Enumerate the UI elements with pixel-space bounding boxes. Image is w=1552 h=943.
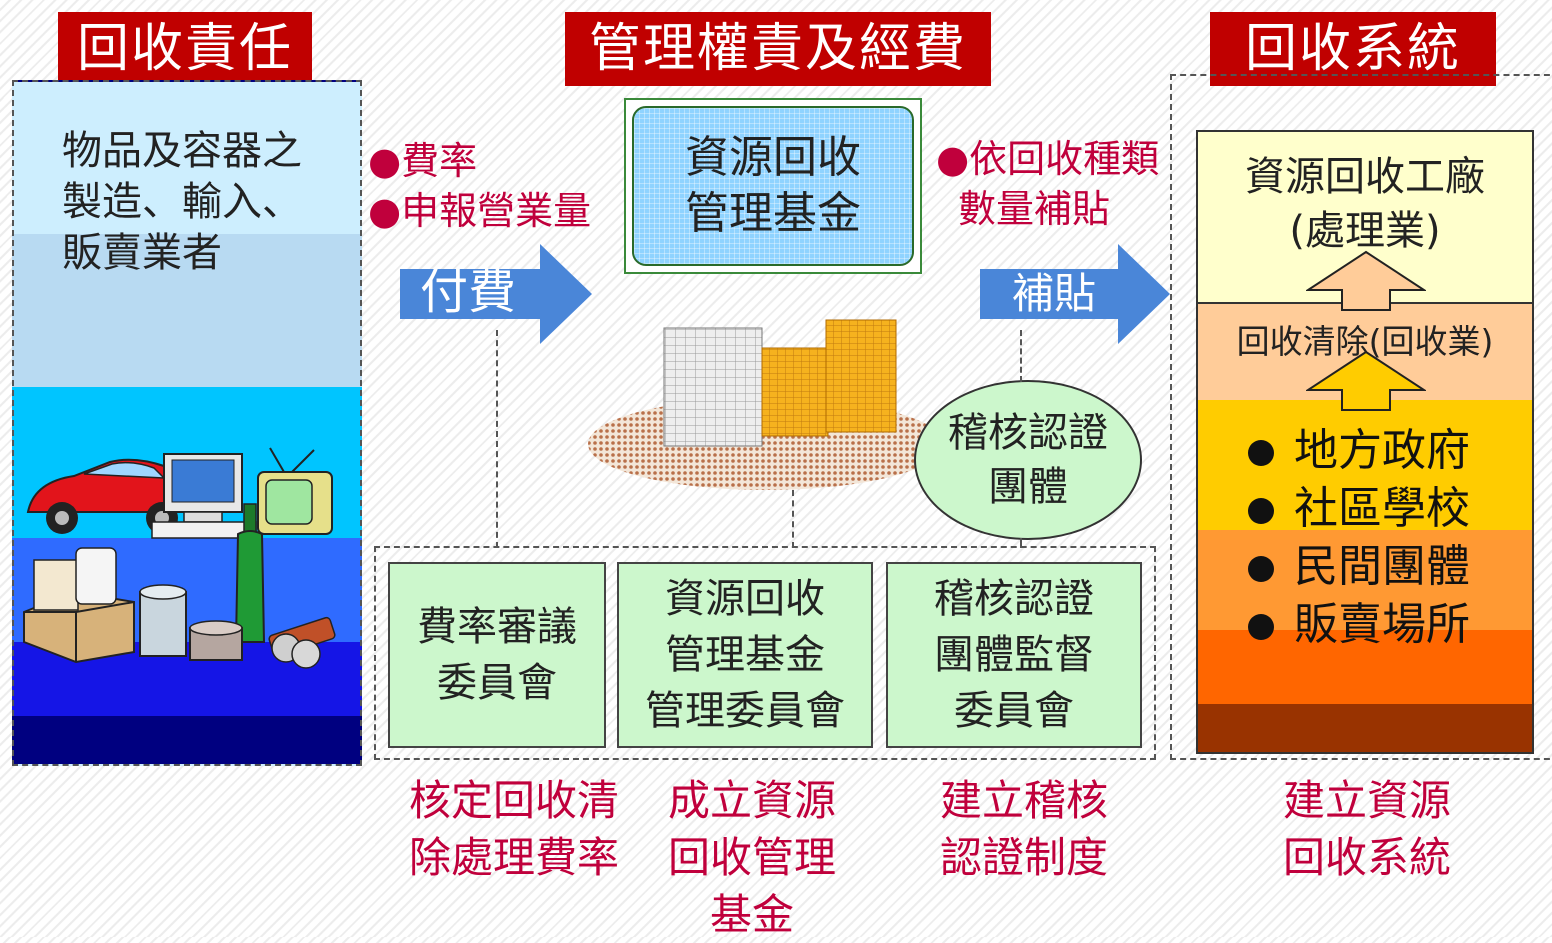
source-list: 地方政府 社區學校 民間團體 販賣場所 bbox=[1248, 422, 1470, 654]
caption-system: 建立資源 回收系統 bbox=[1282, 776, 1451, 882]
report-sales-bullet: ●申報營業量 bbox=[368, 189, 592, 233]
subsidy-bullet-line-1: ●依回收種類 bbox=[936, 137, 1160, 181]
producer-panel: 物品及容器之 製造、輸入、 販賣業者 bbox=[12, 80, 362, 766]
subsidy-arrow-icon bbox=[980, 244, 1170, 344]
fund-management-committee: 資源回收 管理基金 管理委員會 bbox=[617, 562, 873, 748]
header-responsibility: 回收責任 bbox=[58, 12, 312, 86]
connector-line bbox=[792, 490, 794, 548]
source-item: 地方政府 bbox=[1248, 422, 1470, 480]
producer-label: 物品及容器之 製造、輸入、 販賣業者 bbox=[62, 126, 342, 279]
committees-container bbox=[374, 546, 1156, 760]
fee-bullets: ●費率 ●申報營業量 bbox=[368, 136, 591, 236]
producer-line-2: 製造、輸入、 bbox=[62, 179, 302, 225]
producer-line-1: 物品及容器之 bbox=[62, 128, 302, 174]
pay-arrow-label: 付費 bbox=[420, 264, 517, 320]
up-arrow-icon bbox=[1306, 350, 1426, 411]
source-layer-bottom bbox=[1198, 704, 1532, 752]
caption-audit: 建立稽核 認證制度 bbox=[939, 776, 1108, 882]
audit-supervision-committee: 稽核認證 團體監督 委員會 bbox=[886, 562, 1142, 748]
computer-icon bbox=[151, 453, 257, 539]
pay-arrow-icon bbox=[400, 244, 592, 344]
fee-rate-bullet: ●費率 bbox=[368, 139, 478, 183]
recyclables-illustration bbox=[23, 447, 336, 669]
subsidy-bullet-line-2: 數量補貼 bbox=[958, 187, 1111, 231]
recycling-system-stack: 資源回收工廠 (處理業) 回收清除(回收業) 地方政府 社區學校 民間團體 販賣… bbox=[1196, 130, 1534, 754]
recycling-fund-label: 資源回收 管理基金 bbox=[632, 106, 914, 266]
money-stack-icon bbox=[588, 319, 944, 490]
battery-icon bbox=[268, 616, 336, 669]
connector-line bbox=[1020, 330, 1022, 382]
rate-review-committee: 費率審議 委員會 bbox=[388, 562, 606, 748]
subsidy-arrow-label: 補貼 bbox=[1012, 269, 1097, 318]
audit-body-ellipse: 稽核認證 團體 bbox=[914, 380, 1142, 540]
connector-line bbox=[1020, 538, 1022, 548]
connector-line bbox=[496, 330, 498, 548]
caption-rate: 核定回收清 除處理費率 bbox=[408, 776, 619, 882]
header-management: 管理權責及經費 bbox=[565, 12, 991, 86]
source-item: 販賣場所 bbox=[1248, 596, 1470, 654]
recycling-fund-box: 資源回收 管理基金 bbox=[624, 98, 922, 274]
source-layer-lower bbox=[1198, 630, 1532, 704]
producer-line-3: 販賣業者 bbox=[62, 230, 222, 276]
bottle-icon bbox=[234, 503, 266, 643]
system-panel bbox=[1170, 74, 1552, 760]
up-arrow-icon bbox=[1306, 250, 1426, 311]
tv-icon bbox=[257, 447, 333, 535]
car-icon bbox=[26, 458, 192, 534]
can-icon bbox=[139, 584, 243, 661]
header-system: 回收系統 bbox=[1210, 12, 1496, 86]
box-icon bbox=[23, 547, 135, 664]
caption-fund: 成立資源 回收管理 基金 bbox=[667, 776, 836, 939]
source-item: 民間團體 bbox=[1248, 538, 1470, 596]
subsidy-bullets: ●依回收種類 數量補貼 bbox=[936, 134, 1159, 234]
source-item: 社區學校 bbox=[1248, 480, 1470, 538]
plant-label: 資源回收工廠 (處理業) bbox=[1245, 154, 1485, 254]
